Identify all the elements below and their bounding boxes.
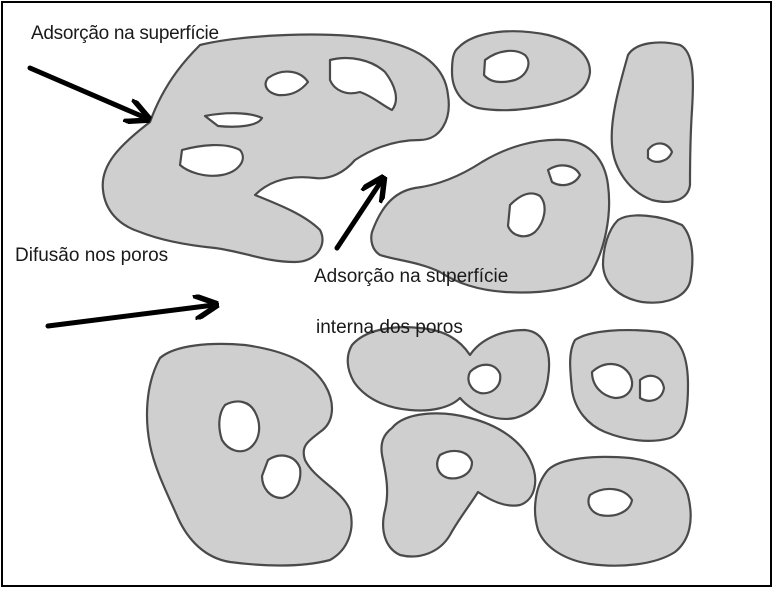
particle-lower-center	[381, 413, 535, 556]
particle-top-right	[612, 42, 693, 201]
particle-right-lower	[570, 330, 688, 441]
particle-top-middle	[452, 31, 590, 110]
arrow-icon	[30, 68, 146, 118]
surface-adsorption-label: Adsorção na superfície	[31, 24, 219, 43]
arrow-icon	[48, 305, 214, 326]
particle-bottom-middle	[348, 327, 549, 419]
particle-bottom-left	[147, 344, 352, 566]
internal-adsorption-label-line1: Adsorção na superfície	[314, 267, 508, 286]
pore-diffusion-label: Difusão nos poros	[15, 246, 168, 265]
particle-bottom-right	[535, 457, 691, 566]
particle-right-middle	[603, 215, 692, 302]
internal-adsorption-label-line2: interna dos poros	[316, 318, 463, 337]
